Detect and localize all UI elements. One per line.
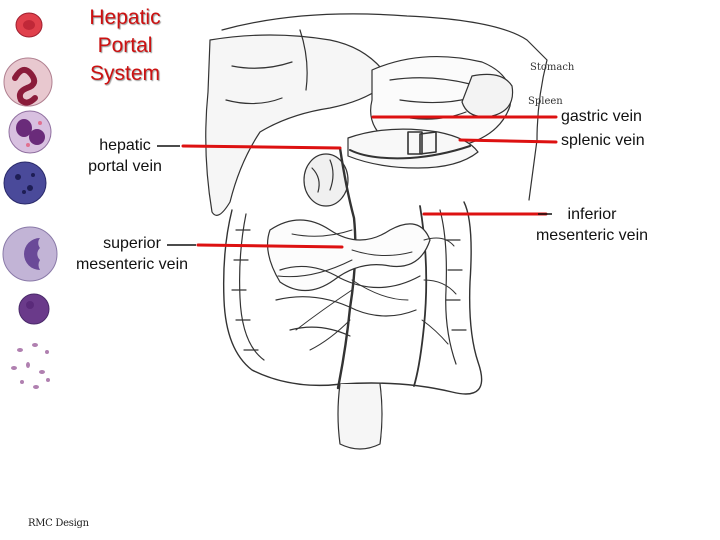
- platelets-icon: [11, 343, 50, 389]
- red-blood-cell-icon: [15, 12, 43, 38]
- pointer-splenic-vein: [458, 138, 558, 144]
- rectum-outline: [337, 383, 383, 450]
- diagram-title: Hepatic Portal System: [70, 4, 180, 88]
- gallbladder-outline: [303, 153, 349, 207]
- stomach-caption: Stomach: [530, 62, 575, 73]
- hepatic-portal-vein-label: hepatic portal vein: [88, 137, 162, 175]
- pointer-hepatic-portal-vein: [181, 144, 342, 150]
- monocyte-icon: [2, 226, 58, 282]
- inferior-mesenteric-vein-label: inferior mesenteric vein: [535, 206, 649, 244]
- lymphocyte-icon: [18, 293, 50, 325]
- abdominal-outline: [221, 13, 548, 201]
- colon-outline: [222, 201, 483, 395]
- liver-outline: [205, 34, 391, 216]
- eosinophil-icon: [8, 110, 52, 154]
- gastric-vein-label: gastric vein: [561, 108, 642, 125]
- title-line-2: Portal: [97, 34, 153, 57]
- spleen-outline: [461, 73, 514, 118]
- small-intestine-outline: [267, 219, 431, 292]
- blood-cell-column: [2, 12, 58, 389]
- superior-mesenteric-vein-label: superior mesenteric vein: [75, 235, 189, 273]
- design-credit: RMC Design: [28, 518, 89, 529]
- splenic-vein-label: splenic vein: [561, 132, 645, 149]
- pointer-superior-mesenteric-vein: [196, 243, 344, 249]
- title-line-1: Hepatic: [89, 6, 161, 29]
- basophil-icon: [3, 161, 47, 205]
- neutrophil-icon: [3, 57, 53, 107]
- title-line-3: System: [89, 62, 160, 85]
- spleen-caption: Spleen: [528, 96, 563, 107]
